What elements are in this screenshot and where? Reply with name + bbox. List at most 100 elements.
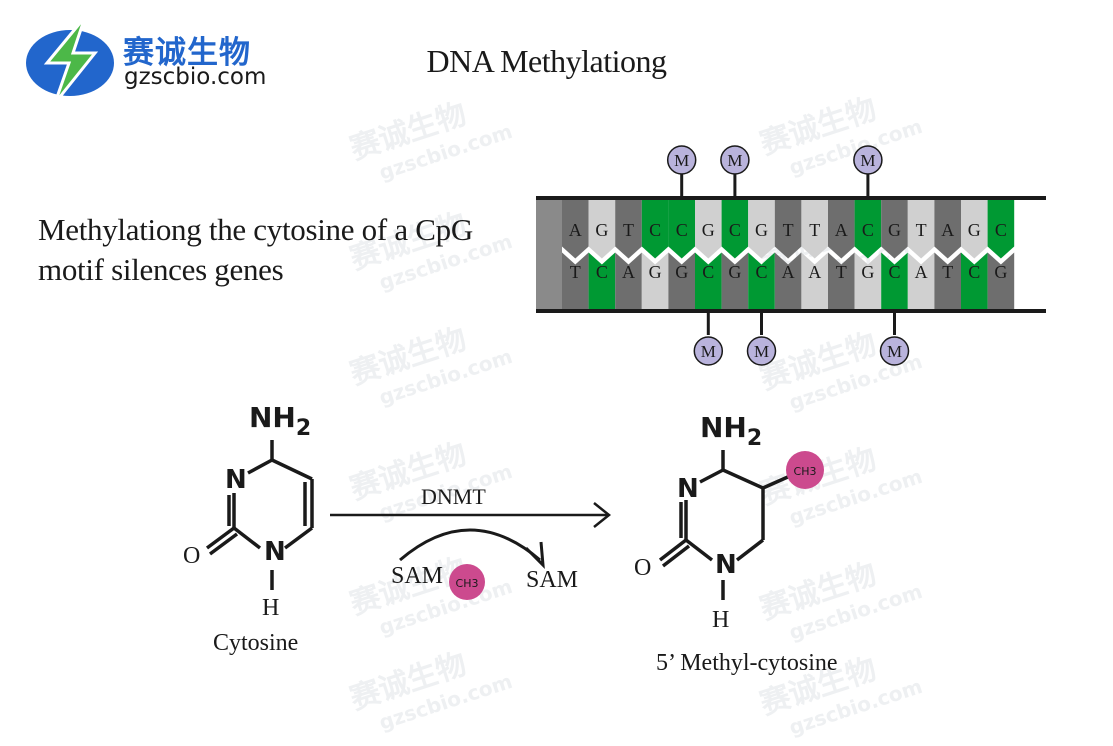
dna-bottom-base-label: A — [915, 262, 928, 282]
cytosine-structure — [205, 440, 314, 590]
brand-name: 赛诚生物 — [123, 35, 251, 71]
dna-bottom-base-label: G — [994, 262, 1007, 282]
cytosine-h-label: H — [262, 595, 279, 621]
dna-bottom-base-block — [828, 252, 855, 311]
diagram-title-text: DNA Methylationg — [426, 43, 667, 79]
methylcytosine-ch3-circle — [786, 451, 824, 489]
dna-bottom-base-label: C — [596, 262, 608, 282]
brand-url: gzscbio.com — [124, 64, 267, 90]
methyl-mark-circle — [853, 145, 883, 175]
dna-top-base-label: G — [702, 220, 715, 240]
dna-top-base-label: A — [835, 220, 848, 240]
dna-top-base-label: T — [783, 220, 794, 240]
methyl-mark-label: M — [701, 342, 716, 361]
dna-top-base-label: C — [729, 220, 741, 240]
dna-top-base-label: T — [916, 220, 927, 240]
methyl-mark-label: M — [860, 151, 875, 170]
methylcytosine-h-label: H — [712, 607, 729, 633]
cytosine-n3-label: N — [225, 465, 247, 495]
cytosine-n1-label: N — [264, 537, 286, 567]
sam-output-label: SAM — [526, 567, 578, 593]
dna-bottom-base-label: C — [888, 262, 900, 282]
dna-bottom-base-label: G — [675, 262, 688, 282]
dna-top-base-label: C — [676, 220, 688, 240]
cytosine-nh2-label: NH2 — [249, 401, 311, 441]
dna-top-base-block — [668, 198, 695, 259]
subtitle-line-2: motif silences genes — [38, 252, 284, 287]
dna-top-base-label: G — [755, 220, 768, 240]
methyl-mark-label: M — [727, 151, 742, 170]
dna-top-base-block — [961, 198, 988, 259]
dna-bottom-base-label: T — [942, 262, 953, 282]
methyl-mark-circle — [720, 145, 750, 175]
dna-top-base-block — [987, 198, 1015, 259]
dna-bottom-base-block — [615, 252, 642, 311]
dna-top-base-label: G — [888, 220, 901, 240]
methyl-cytosine-structure — [658, 450, 791, 600]
enzyme-label: DNMT — [421, 484, 486, 509]
reaction-arrow-head — [593, 502, 612, 528]
dna-bottom-base-label: C — [968, 262, 980, 282]
dna-top-base-block — [828, 198, 855, 259]
dna-edge-bar — [536, 198, 562, 311]
dna-bottom-base-label: A — [782, 262, 795, 282]
dna-bottom-base-label: C — [755, 262, 767, 282]
dna-bottom-base-label: A — [808, 262, 821, 282]
methyl-mark-label: M — [887, 342, 902, 361]
sam-curved-arrow — [399, 528, 541, 562]
dna-bottom-base-block — [588, 252, 616, 311]
methylcytosine-nh2-label: NH2 — [700, 411, 762, 451]
dna-top-base-label: A — [941, 220, 954, 240]
dna-bottom-base-block — [774, 252, 802, 311]
methylcytosine-n1-label: N — [715, 550, 737, 580]
subtitle: Methylationg the cytosine of a CpG motif… — [38, 210, 473, 290]
dna-top-base-block — [907, 198, 935, 259]
methyl-mark-circle — [666, 145, 697, 175]
sam-methyl-label: CH3 — [456, 577, 479, 590]
dna-top-base-block — [801, 198, 828, 259]
methyl-mark-label: M — [754, 342, 769, 361]
dna-bottom-base-label: C — [702, 262, 714, 282]
sam-input-label: SAM — [391, 563, 443, 589]
methylcytosine-ch3-label: CH3 — [794, 465, 817, 478]
dna-top-base-block — [588, 198, 616, 259]
dna-bottom-base-label: T — [836, 262, 847, 282]
dna-top-base-label: T — [623, 220, 634, 240]
methyl-mark-label: M — [674, 151, 689, 170]
dna-bottom-base-label: G — [649, 262, 662, 282]
methylcytosine-o-label: O — [634, 555, 651, 581]
dna-top-base-block — [881, 198, 908, 259]
dna-bottom-base-block — [934, 252, 961, 311]
dna-top-base-label: G — [595, 220, 608, 240]
dna-top-base-block — [562, 198, 589, 259]
dna-top-base-label: C — [649, 220, 661, 240]
dna-top-base-label: C — [862, 220, 874, 240]
methyl-mark-circle — [879, 336, 910, 366]
dna-top-base-block — [641, 198, 669, 259]
dna-bottom-base-block — [801, 252, 828, 311]
dna-bottom-base-block — [641, 252, 669, 311]
dna-top-base-block — [774, 198, 802, 259]
dna-bottom-base-block — [987, 252, 1015, 311]
dna-top-base-label: T — [809, 220, 820, 240]
dna-bottom-base-block — [748, 252, 775, 311]
sam-methyl-circle — [449, 564, 485, 600]
dna-top-base-block — [695, 198, 722, 259]
dna-bottom-base-block — [668, 252, 695, 311]
methylcytosine-name: 5’ Methyl-cytosine — [656, 650, 838, 676]
methyl-mark-circle — [693, 336, 724, 366]
dna-top-base-block — [934, 198, 961, 259]
dna-top-base-label: G — [968, 220, 981, 240]
dna-bottom-base-label: G — [728, 262, 741, 282]
dna-bottom-base-label: G — [861, 262, 874, 282]
dna-bottom-base-label: A — [622, 262, 635, 282]
cytosine-o-label: O — [183, 543, 200, 569]
methyl-mark-circle — [746, 336, 777, 366]
dna-bottom-base-block — [695, 252, 722, 311]
dna-top-base-block — [615, 198, 642, 259]
sam-curved-arrow-head — [524, 541, 545, 569]
methylcytosine-n3-label: N — [677, 474, 699, 504]
subtitle-line-1: Methylationg the cytosine of a CpG — [38, 212, 473, 247]
